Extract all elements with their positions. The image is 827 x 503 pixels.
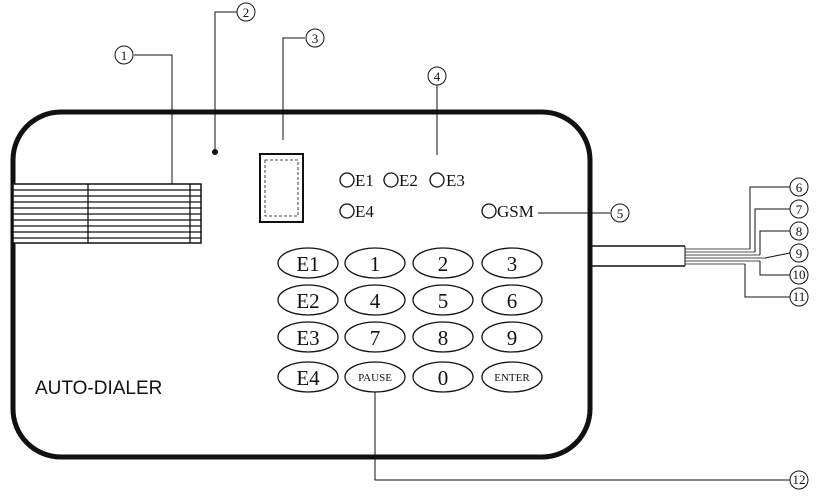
key-6-label: 6	[507, 289, 518, 313]
callout-leaders	[134, 11, 791, 481]
svg-text:11: 11	[793, 289, 806, 304]
key-e2[interactable]: E2	[277, 284, 339, 316]
key-8[interactable]: 8	[412, 321, 474, 353]
led-e4: E4	[339, 202, 374, 221]
callout-8: 8	[789, 221, 809, 241]
key-enter[interactable]: ENTER	[481, 361, 543, 393]
svg-text:9: 9	[796, 246, 803, 261]
key-2[interactable]: 2	[412, 247, 474, 279]
key-3-label: 3	[507, 252, 518, 276]
sim-card-slot	[259, 153, 304, 223]
speaker-grille	[12, 183, 202, 244]
callout-1: 1	[114, 45, 134, 65]
key-9-label: 9	[507, 326, 518, 350]
led-e3-label: E3	[446, 171, 465, 190]
key-0-label: 0	[438, 366, 449, 390]
key-e1[interactable]: E1	[277, 247, 339, 279]
device-body	[10, 109, 593, 460]
svg-text:10: 10	[793, 267, 806, 282]
callout-12: 12	[789, 470, 809, 490]
callout-5: 5	[610, 203, 630, 223]
key-1[interactable]: 1	[344, 247, 406, 279]
callout-3: 3	[305, 28, 325, 48]
callout-10: 10	[789, 265, 809, 285]
key-5[interactable]: 5	[412, 284, 474, 316]
svg-text:6: 6	[796, 180, 803, 195]
key-e2-label: E2	[296, 289, 319, 313]
key-9[interactable]: 9	[481, 321, 543, 353]
callout-2: 2	[236, 2, 256, 22]
key-e3-label: E3	[296, 326, 319, 350]
key-7-label: 7	[370, 326, 381, 350]
key-e4-label: E4	[296, 366, 320, 390]
led-gsm-label: GSM	[497, 202, 534, 221]
callout-11: 11	[789, 287, 809, 307]
led-e1: E1	[339, 171, 374, 190]
key-pause[interactable]: PAUSE	[344, 361, 406, 393]
led-e2-label: E2	[399, 171, 418, 190]
led-e3: E3	[429, 171, 465, 190]
key-1-label: 1	[370, 252, 381, 276]
microphone-hole	[212, 149, 218, 155]
key-7[interactable]: 7	[344, 321, 406, 353]
key-pause-label: PAUSE	[358, 372, 392, 384]
key-0[interactable]: 0	[412, 361, 474, 393]
led-gsm: GSM	[481, 202, 534, 221]
svg-text:4: 4	[434, 69, 441, 84]
key-e4[interactable]: E4	[277, 361, 339, 393]
callout-4: 4	[427, 66, 447, 86]
callout-9: 9	[789, 243, 809, 263]
key-8-label: 8	[438, 326, 449, 350]
led-e1-label: E1	[355, 171, 374, 190]
callout-7: 7	[789, 199, 809, 219]
key-4[interactable]: 4	[344, 284, 406, 316]
svg-text:3: 3	[312, 31, 319, 46]
svg-text:2: 2	[243, 5, 250, 20]
svg-text:8: 8	[796, 224, 803, 239]
key-6[interactable]: 6	[481, 284, 543, 316]
svg-text:12: 12	[793, 472, 806, 487]
svg-text:7: 7	[796, 202, 803, 217]
led-e4-label: E4	[355, 202, 374, 221]
led-e2: E2	[383, 171, 418, 190]
svg-text:1: 1	[121, 48, 128, 63]
svg-text:5: 5	[617, 206, 624, 221]
key-e1-label: E1	[296, 252, 319, 276]
key-enter-label: ENTER	[494, 372, 530, 384]
cable-bundle	[590, 245, 765, 267]
key-5-label: 5	[438, 289, 449, 313]
key-e3[interactable]: E3	[277, 321, 339, 353]
brand-label: AUTO-DIALER	[35, 378, 162, 399]
key-3[interactable]: 3	[481, 247, 543, 279]
key-4-label: 4	[370, 289, 381, 313]
key-2-label: 2	[438, 252, 449, 276]
callout-6: 6	[789, 177, 809, 197]
